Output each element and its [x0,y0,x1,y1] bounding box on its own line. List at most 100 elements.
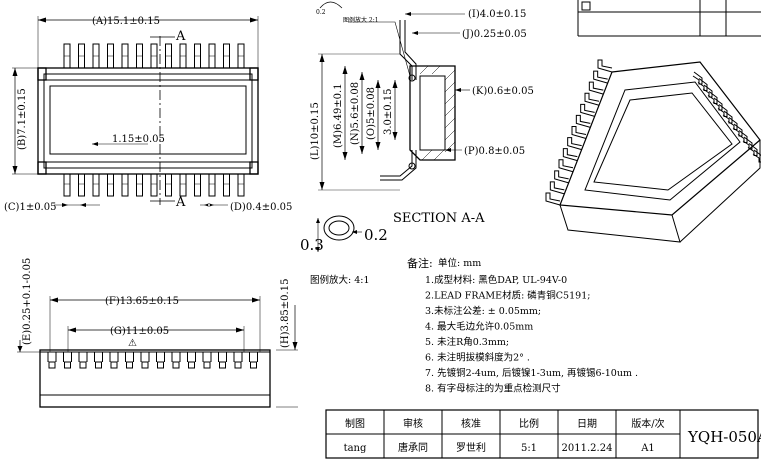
title-value-cell: 5:1 [521,443,537,454]
detail-dim-02: 0.2 [364,226,388,244]
front-pin [78,351,88,362]
top-body-inner [43,73,253,169]
dim-m-label: (M)6.49±0.1 [333,83,344,148]
front-pin [109,351,119,362]
dim-j-label: (J)0.25±0.05 [462,29,527,40]
iso-pins-left [545,59,613,206]
iso-body-front [559,204,681,243]
iso-pin [593,70,608,84]
top-pin [223,173,230,197]
front-pin [140,351,150,362]
detail-tag-label: 0.2 [316,9,326,16]
dim-p-label: (P)0.8±0.05 [464,146,525,157]
front-pin [249,351,258,362]
iso-pin [554,170,569,184]
note-item: 3.未标注公差: ± 0.05mm; [425,305,541,317]
top-body-outline [37,67,259,175]
iso-pin [580,103,595,117]
iso-pin [549,181,565,195]
dim-l-label: (L)10±0.15 [310,102,321,160]
dim-d-label: (D)0.4±0.05 [230,202,292,213]
top-pins-lower [63,173,245,197]
note-item: 2.LEAD FRAME材质: 磷青铜C5191; [425,290,590,302]
detail-scale-2x-label: 图例放大 2:1 [343,16,379,24]
top-pin [78,173,85,197]
front-pin [47,351,57,362]
title-header-cell: 版本/次 [631,417,664,430]
front-pins [47,351,258,369]
front-pin-tip [126,361,133,369]
dim-c-label: (C)1±0.05 [4,202,56,213]
title-value-cell: 2011.2.24 [562,443,613,454]
dim-n-label: (N)5.6±0.08 [350,82,361,145]
front-pin [125,351,134,362]
detail-scale-label: 图例放大: 4:1 [310,274,370,286]
section-view [318,1,470,191]
detail-dim-03: 0.3 [300,236,324,254]
front-pin-tip [95,361,102,369]
flatness-symbol: ⚠ [128,338,137,349]
dim-a-label: (A)15.1±0.15 [92,16,160,27]
dim-g-label: (G)11±0.05 [110,326,169,337]
front-pin [171,351,181,362]
dim-o-label: (O)5±0.08 [366,87,377,140]
section-title: SECTION A-A [393,211,485,226]
front-pin-tip [203,361,211,369]
dim-k-label: (K)0.6±0.05 [472,86,534,97]
iso-body-top [559,61,761,216]
iso-pin [575,114,591,128]
dim-inner-label: 3.0±0.15 [383,88,394,135]
iso-pin [567,137,582,151]
front-pin-tip [219,361,226,369]
notes-heading: 备注: [407,256,433,270]
note-item: 7. 先镀铜2-4um, 后镀镍1-3um, 再镀锡6-10um . [425,367,638,379]
front-pin [187,351,196,362]
note-item: 8. 有字母标注的为重点检测尺寸 [425,383,561,395]
note-item: 5. 未注R角0.3mm; [425,336,509,348]
front-pin-tip [64,361,71,369]
top-pin [150,173,158,197]
title-value-cell: 罗世利 [456,442,486,454]
top-pin [63,173,71,197]
iso-view [545,59,761,243]
top-pin [165,173,172,197]
detail-ellipse [323,215,355,241]
title-value-cell: A1 [640,443,655,454]
front-pin [202,351,212,362]
title-value-cell: tang [344,443,367,454]
top-pin [107,173,114,197]
title-values: tang 唐承同 罗世利 5:1 2011.2.24 A1 [344,441,655,454]
front-pin-tip [250,361,257,369]
title-header-cell: 审核 [403,417,423,430]
top-pin [179,173,187,197]
front-pin-tip [141,361,149,369]
revision-table-partial [577,0,761,37]
title-header-cell: 日期 [577,418,597,430]
front-pin [218,351,227,362]
title-block [325,409,759,459]
top-pin [136,173,143,197]
dim-f-label: (F)13.65±0.15 [105,296,179,307]
front-pin [63,351,72,362]
front-pin [233,351,243,362]
title-value-cell: 唐承同 [398,441,428,454]
note-item: 6. 未注明拔模斜度为2° . [425,352,530,364]
title-header-cell: 制图 [345,417,365,430]
front-pin-tip [48,361,56,369]
pitch-label: 1.15±0.05 [112,134,165,145]
front-pin-tip [157,361,164,369]
section-contact [399,20,417,80]
front-pin [156,351,165,362]
note-item: 1.成型材料: 黑色DAP, UL-94V-0 [425,274,567,286]
title-header-cell: 比例 [519,417,539,430]
iso-pins-right [692,71,761,163]
dim-b-label: (B)7.1±0.15 [17,88,28,150]
section-mark-top: A [175,29,186,44]
top-cavity [49,85,247,155]
iso-cavity [584,81,741,201]
top-pins-upper [63,43,245,69]
title-headers: 制图审核核准比例日期版本/次 [345,417,665,430]
iso-pin [558,159,574,173]
front-pin [94,351,103,362]
